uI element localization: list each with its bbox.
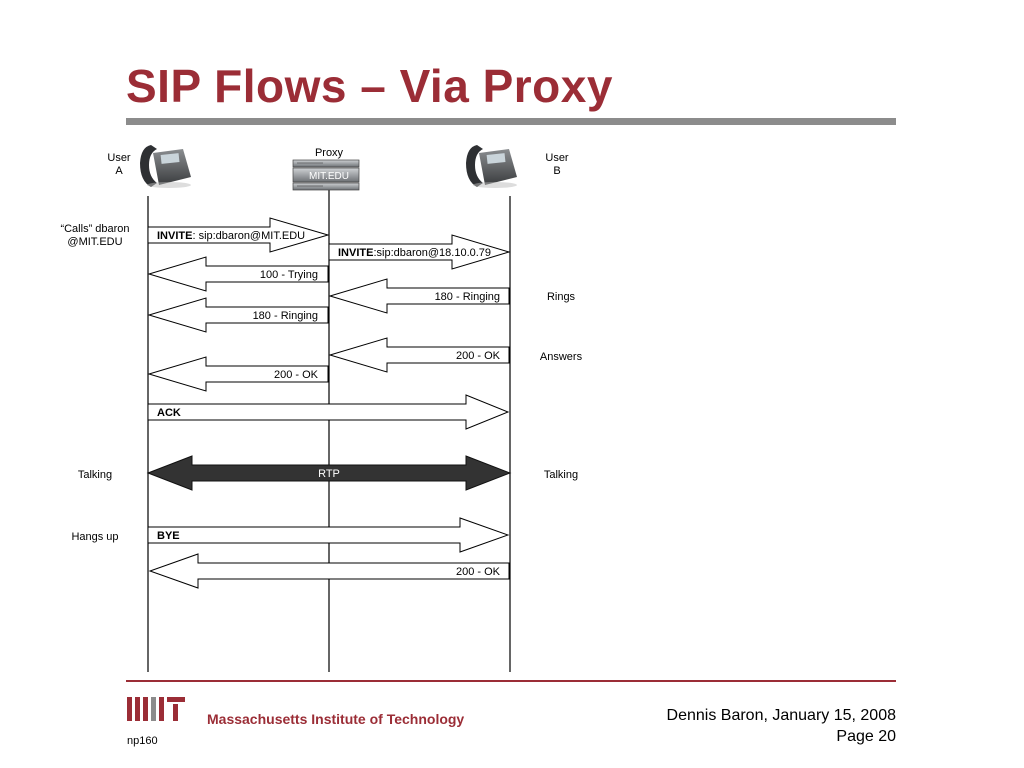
invite-label-b: INVITE:sip:dbaron@18.10.0.79: [338, 247, 491, 259]
ok-bye-label: 200 - OK: [456, 566, 501, 578]
server-icon: [292, 159, 360, 191]
proxy-server-label: MIT.EDU: [309, 171, 349, 182]
title-rule: [126, 118, 896, 125]
ok-arrow-to-proxy: [328, 337, 510, 373]
invite-arrow-to-user-b: [328, 234, 511, 270]
mit-logo: [127, 697, 185, 721]
rtp-label: RTP: [318, 468, 340, 480]
slide-title: SIP Flows – Via Proxy: [126, 60, 613, 112]
rtp-arrow: [146, 455, 512, 491]
ok-label-b: 200 - OK: [456, 350, 501, 362]
note-talking-a: Talking: [78, 469, 112, 481]
ok-label-a: 200 - OK: [274, 369, 319, 381]
ringing-arrow-to-proxy: [328, 278, 510, 314]
phone-icon: [466, 145, 517, 188]
author-date: Dennis Baron, January 15, 2008: [666, 707, 896, 724]
user-b-label: User: [545, 152, 569, 164]
note-hangs-up: Hangs up: [71, 531, 118, 543]
ok-arrow-to-user-a: [147, 356, 329, 392]
footer-rule: [126, 680, 896, 682]
user-a-label: User: [107, 152, 131, 164]
trying-arrow: [147, 256, 329, 292]
invite-arrow-to-proxy: [147, 217, 330, 253]
ok-bye-arrow: [148, 553, 510, 589]
bye-arrow: [147, 517, 510, 553]
ringing-label-b: 180 - Ringing: [435, 291, 500, 303]
ringing-arrow-to-user-a: [147, 297, 329, 333]
user-b-label: B: [553, 165, 560, 177]
proxy-label: Proxy: [315, 147, 344, 159]
note-talking-b: Talking: [544, 469, 578, 481]
page-number: Page 20: [836, 728, 896, 745]
note-answers: Answers: [540, 351, 583, 363]
ack-label: ACK: [157, 407, 181, 419]
user-a-label: A: [115, 165, 123, 177]
bye-label: BYE: [157, 530, 180, 542]
invite-label-a: INVITE: sip:dbaron@MIT.EDU: [157, 230, 305, 242]
institution-name: Massachusetts Institute of Technology: [207, 711, 465, 727]
phone-icon: [140, 145, 191, 188]
course-code: np160: [127, 735, 158, 747]
note-calls: “Calls” dbaron: [60, 223, 129, 235]
trying-label: 100 - Trying: [260, 269, 318, 281]
ringing-label-a: 180 - Ringing: [253, 310, 318, 322]
sip-sequence-diagram: User A Proxy MIT.EDU User B INVITE: sip:…: [60, 145, 583, 672]
note-rings: Rings: [547, 291, 576, 303]
ack-arrow: [147, 394, 510, 430]
note-calls: @MIT.EDU: [67, 236, 122, 248]
